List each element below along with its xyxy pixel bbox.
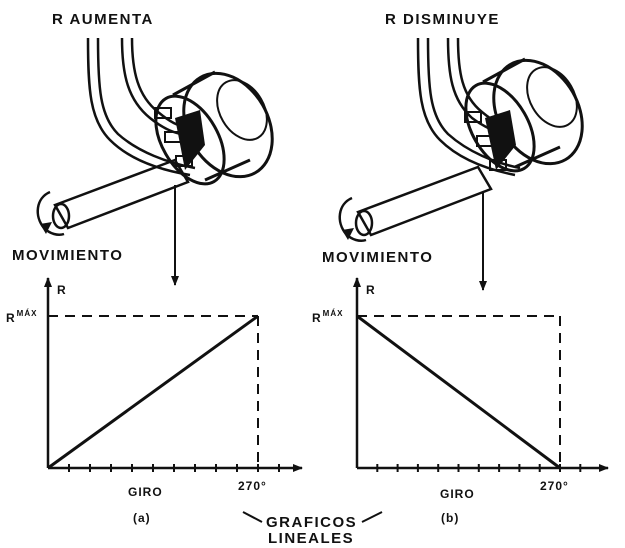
x-end-label-b: 270° xyxy=(540,479,569,493)
panel-b-title: R DISMINUYE xyxy=(385,11,500,28)
resistance-line-b xyxy=(356,314,561,470)
potentiometer-b-illustration xyxy=(338,37,584,242)
panel-a: R AUMENTA MOVIMIENTO xyxy=(6,11,303,525)
x-ticks-a xyxy=(68,464,280,472)
panel-b-movement-label: MOVIMIENTO xyxy=(322,249,433,266)
x-axis-label-a: GIRO xyxy=(128,485,163,499)
caption-a: (a) xyxy=(133,511,151,525)
x-end-label-a: 270° xyxy=(238,479,267,493)
resistance-line-a xyxy=(47,314,259,470)
shared-caption: GRAFICOS LINEALES xyxy=(242,511,383,547)
y-axis-label-a: R xyxy=(57,283,67,297)
rmax-label-b: RMÁX xyxy=(312,309,343,325)
panel-a-title: R AUMENTA xyxy=(52,11,154,28)
panel-a-movement-label: MOVIMIENTO xyxy=(12,247,123,264)
x-ticks-b xyxy=(376,464,582,472)
caption-pointer-left xyxy=(242,511,263,523)
caption-line-2: LINEALES xyxy=(268,530,354,547)
chart-b: R RMÁX GIRO 270° (b) xyxy=(312,277,609,525)
potentiometer-a-illustration xyxy=(36,37,274,236)
panel-b: R DISMINUYE MOVIMIENTO xyxy=(312,11,609,525)
x-axis-label-b: GIRO xyxy=(440,487,475,501)
chart-a: R RMÁX GIRO 270° (a) xyxy=(6,277,303,525)
caption-line-1: GRAFICOS xyxy=(266,514,357,531)
rmax-label-a: RMÁX xyxy=(6,309,37,325)
caption-pointer-right xyxy=(361,511,383,523)
caption-b: (b) xyxy=(441,511,459,525)
y-axis-label-b: R xyxy=(366,283,376,297)
